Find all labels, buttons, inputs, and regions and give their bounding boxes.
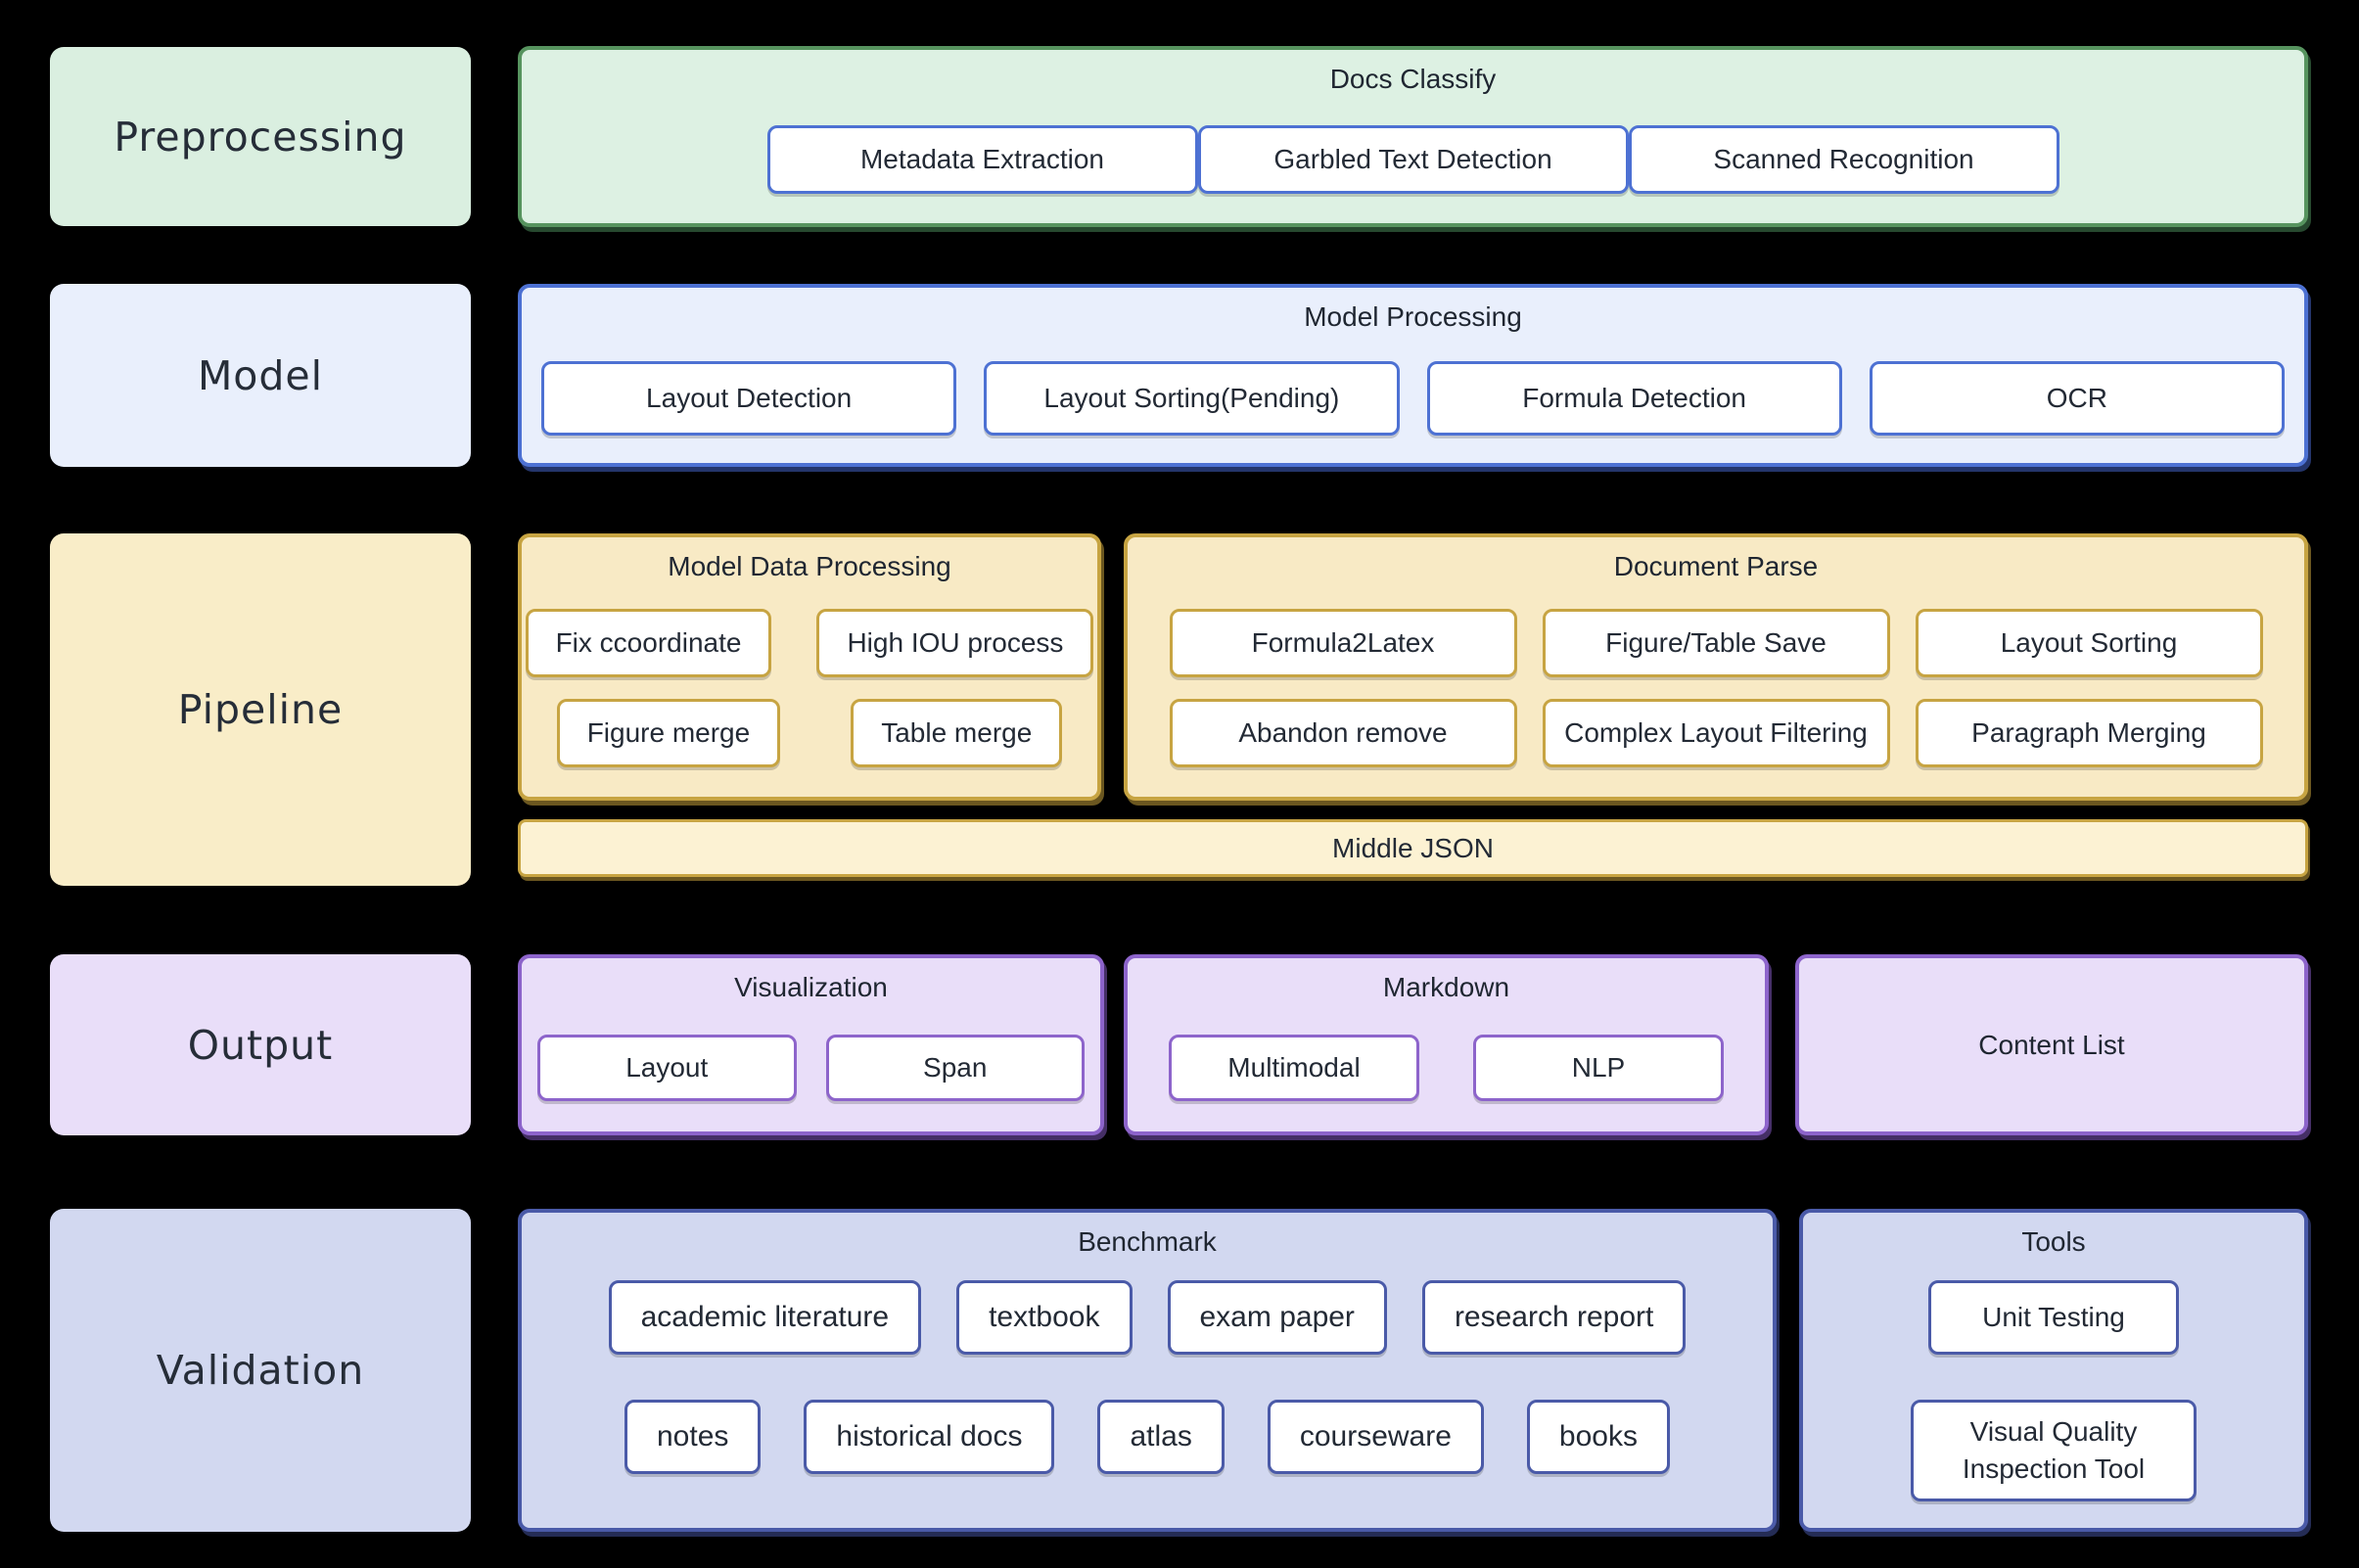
benchmark-row-2: notes historical docs atlas courseware b… [522, 1400, 1773, 1474]
model-data-processing-row-2: Figure merge Table merge [522, 699, 1097, 767]
box-nlp: NLP [1473, 1035, 1724, 1101]
box-layout-sorting-pending: Layout Sorting(Pending) [984, 361, 1400, 436]
box-formula-detection: Formula Detection [1426, 361, 1842, 436]
tools-row-1: Unit Testing [1803, 1280, 2304, 1355]
panel-title-content-list: Content List [1978, 1029, 2125, 1060]
box-multimodal: Multimodal [1169, 1035, 1419, 1101]
box-metadata-extraction: Metadata Extraction [766, 125, 1198, 194]
box-garbled-text-detection: Garbled Text Detection [1197, 125, 1629, 194]
box-scanned-recognition: Scanned Recognition [1628, 125, 2059, 194]
document-parse-row-2: Abandon remove Complex Layout Filtering … [1128, 699, 2304, 767]
box-figure-table-save: Figure/Table Save [1542, 609, 1890, 677]
box-abandon-remove: Abandon remove [1169, 699, 1517, 767]
model-data-processing-row-1: Fix ccoordinate High IOU process [522, 609, 1097, 677]
panel-title-model-data-processing: Model Data Processing [668, 551, 951, 581]
box-fix-ccoordinate: Fix ccoordinate [525, 609, 772, 677]
markdown-boxes: Multimodal NLP [1128, 1035, 1765, 1101]
benchmark-row-1: academic literature textbook exam paper … [522, 1280, 1773, 1355]
stage-label-validation: Validation [50, 1209, 471, 1532]
panel-docs-classify: Docs Classify Metadata Extraction Garble… [518, 46, 2308, 227]
panel-markdown: Markdown Multimodal NLP [1124, 954, 1769, 1135]
stage-label-pipeline: Pipeline [50, 533, 471, 886]
box-research-report: research report [1421, 1280, 1687, 1355]
document-parse-row-1: Formula2Latex Figure/Table Save Layout S… [1128, 609, 2304, 677]
stage-label-output: Output [50, 954, 471, 1135]
box-paragraph-merging: Paragraph Merging [1915, 699, 2263, 767]
panel-title-benchmark: Benchmark [1078, 1226, 1217, 1257]
box-high-iou-process: High IOU process [816, 609, 1094, 677]
box-atlas: atlas [1097, 1400, 1225, 1474]
box-unit-testing: Unit Testing [1928, 1280, 2179, 1355]
middle-json-bar: Middle JSON [518, 819, 2308, 877]
panel-tools: Tools Unit Testing Visual Quality Inspec… [1799, 1209, 2308, 1532]
box-span: Span [825, 1035, 1085, 1101]
panel-model-data-processing: Model Data Processing Fix ccoordinate Hi… [518, 533, 1101, 801]
box-complex-layout-filtering: Complex Layout Filtering [1542, 699, 1890, 767]
panel-model-processing: Model Processing Layout Detection Layout… [518, 284, 2308, 467]
panel-title-tools: Tools [2021, 1226, 2086, 1257]
stage-label-preprocessing: Preprocessing [50, 47, 471, 226]
box-layout: Layout [537, 1035, 797, 1101]
panel-title-visualization: Visualization [734, 972, 888, 1002]
box-notes: notes [624, 1400, 762, 1474]
panel-title-document-parse: Document Parse [1613, 551, 1819, 581]
panel-title-markdown: Markdown [1382, 972, 1510, 1002]
tools-row-2: Visual Quality Inspection Tool [1803, 1400, 2304, 1501]
panel-visualization: Visualization Layout Span [518, 954, 1104, 1135]
panel-benchmark: Benchmark academic literature textbook e… [518, 1209, 1777, 1532]
visualization-boxes: Layout Span [522, 1035, 1100, 1101]
panel-title-model-processing: Model Processing [1304, 301, 1522, 332]
box-academic-literature: academic literature [608, 1280, 922, 1355]
box-textbook: textbook [956, 1280, 1133, 1355]
box-books: books [1526, 1400, 1670, 1474]
panel-content-list: Content List [1795, 954, 2308, 1135]
stage-label-model: Model [50, 284, 471, 467]
panel-title-docs-classify: Docs Classify [1329, 64, 1497, 94]
box-courseware: courseware [1267, 1400, 1484, 1474]
box-layout-detection: Layout Detection [541, 361, 957, 436]
box-ocr: OCR [1869, 361, 2285, 436]
box-formula2latex: Formula2Latex [1169, 609, 1517, 677]
model-processing-boxes: Layout Detection Layout Sorting(Pending)… [522, 361, 2304, 436]
box-figure-merge: Figure merge [556, 699, 781, 767]
box-exam-paper: exam paper [1167, 1280, 1387, 1355]
panel-document-parse: Document Parse Formula2Latex Figure/Tabl… [1124, 533, 2308, 801]
box-table-merge: Table merge [851, 699, 1063, 767]
docs-classify-boxes: Metadata Extraction Garbled Text Detecti… [522, 125, 2304, 194]
box-visual-quality-inspection-tool: Visual Quality Inspection Tool [1911, 1400, 2197, 1501]
box-layout-sorting: Layout Sorting [1915, 609, 2263, 677]
box-historical-docs: historical docs [804, 1400, 1055, 1474]
